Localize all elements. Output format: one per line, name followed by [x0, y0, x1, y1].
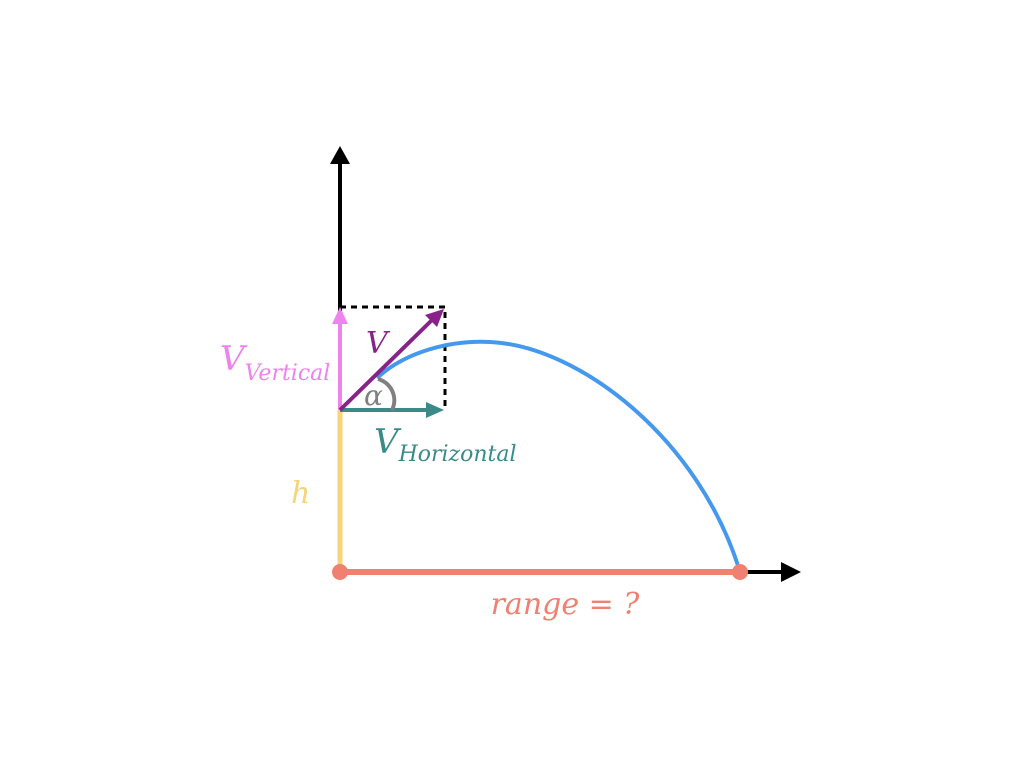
- launch-point: [332, 564, 348, 580]
- horizontal-velocity-arrowhead: [426, 402, 444, 418]
- velocity-arrowhead: [425, 309, 444, 327]
- vertical-velocity-label: VVertical: [220, 339, 330, 386]
- horizontal-velocity-label-main: V: [374, 422, 402, 462]
- vertical-velocity-label-main: V: [220, 339, 248, 379]
- y-axis-arrowhead: [330, 146, 350, 164]
- vertical-velocity-arrowhead: [332, 307, 348, 324]
- horizontal-velocity-label-sub: Horizontal: [398, 442, 517, 467]
- trajectory-curve: [375, 339, 742, 573]
- range-label: range = ?: [491, 587, 641, 622]
- landing-point: [732, 564, 748, 580]
- velocity-vector: [338, 318, 434, 412]
- vertical-velocity-label-sub: Vertical: [245, 361, 331, 386]
- x-axis-arrowhead: [781, 562, 801, 582]
- angle-arc: [377, 377, 397, 411]
- component-dashed-box: [340, 305, 447, 410]
- angle-label: α: [364, 379, 383, 412]
- height-label: h: [291, 476, 310, 511]
- velocity-label: V: [366, 326, 391, 361]
- horizontal-velocity-label: VHorizontal: [374, 422, 517, 467]
